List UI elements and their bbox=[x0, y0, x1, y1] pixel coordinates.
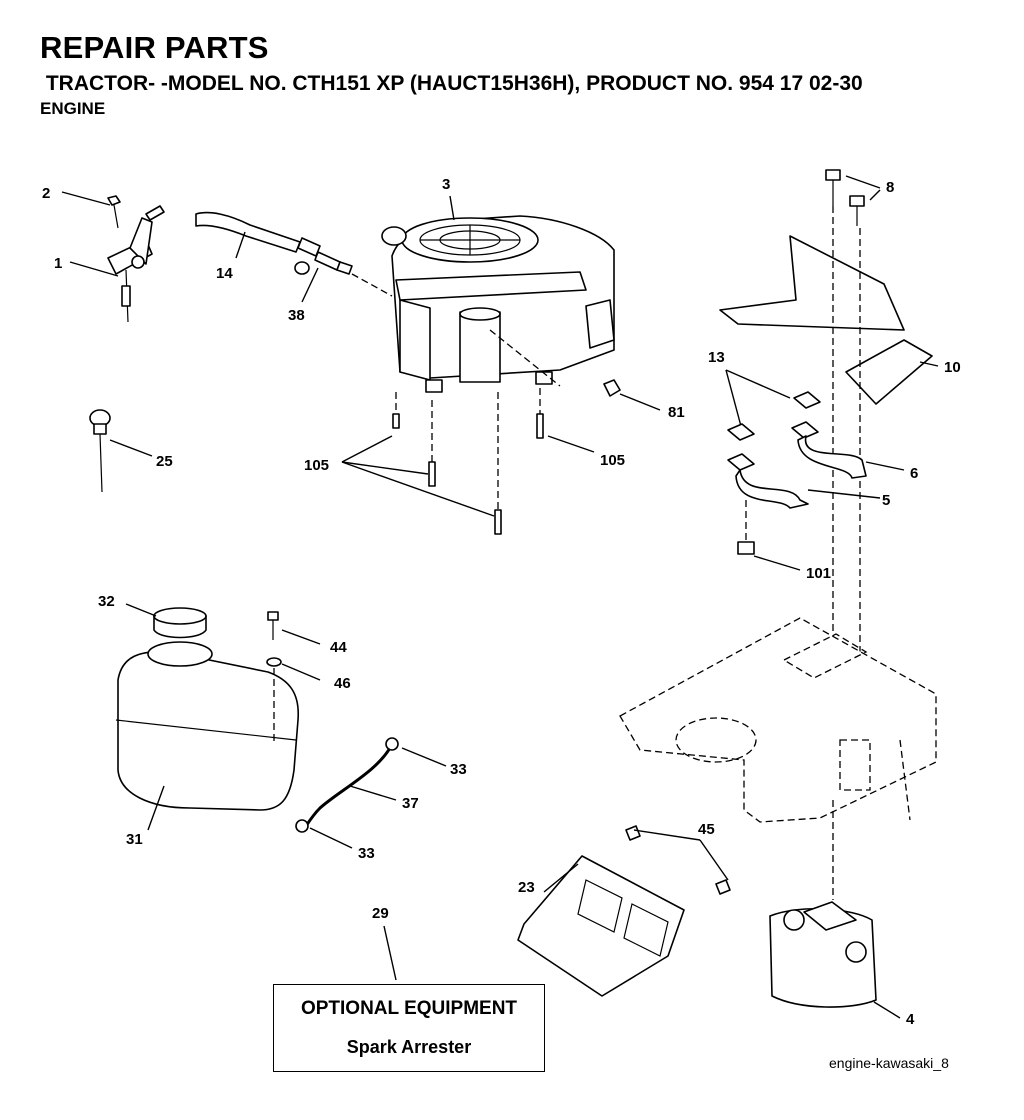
callout-29: 29 bbox=[372, 905, 389, 922]
model-subtitle: TRACTOR- -MODEL NO. CTH151 XP (HAUCT15H3… bbox=[40, 72, 863, 95]
callout-45: 45 bbox=[698, 821, 715, 838]
fuel-hose-part bbox=[295, 737, 447, 849]
callout-3: 3 bbox=[442, 176, 450, 193]
callout-32: 32 bbox=[98, 593, 115, 610]
fuel-tank-part bbox=[115, 603, 321, 831]
callout-101: 101 bbox=[806, 565, 831, 582]
muffler-guard-part bbox=[517, 825, 731, 997]
callout-31: 31 bbox=[126, 831, 143, 848]
optional-leader bbox=[383, 925, 397, 981]
callout-33-bottom: 33 bbox=[358, 845, 375, 862]
callout-13: 13 bbox=[708, 349, 725, 366]
muffler-part bbox=[769, 901, 901, 1019]
optional-equipment-title: OPTIONAL EQUIPMENT bbox=[300, 998, 518, 1019]
engine-part bbox=[351, 195, 661, 411]
callout-23: 23 bbox=[518, 879, 535, 896]
page-title: REPAIR PARTS bbox=[40, 30, 269, 65]
callout-81: 81 bbox=[668, 404, 685, 421]
callout-33-top: 33 bbox=[450, 761, 467, 778]
callout-105-right: 105 bbox=[600, 452, 625, 469]
throttle-control-part bbox=[61, 191, 165, 323]
exhaust-pipes-part bbox=[725, 369, 905, 571]
fuel-line-part bbox=[195, 211, 353, 303]
callout-4: 4 bbox=[906, 1011, 915, 1028]
tractor-frame-part bbox=[619, 617, 937, 900]
callout-105-left: 105 bbox=[304, 457, 329, 474]
section-label: ENGINE bbox=[40, 99, 106, 118]
callout-46: 46 bbox=[334, 675, 351, 692]
engine-bolts-part bbox=[341, 388, 595, 535]
callout-5: 5 bbox=[882, 492, 890, 509]
callout-10: 10 bbox=[944, 359, 961, 376]
heat-shield-part bbox=[719, 169, 939, 660]
image-reference: engine-kawasaki_8 bbox=[829, 1055, 949, 1071]
callout-1: 1 bbox=[54, 255, 62, 272]
spark-arrester-label: Spark Arrester bbox=[346, 1037, 472, 1057]
callout-44: 44 bbox=[330, 639, 347, 656]
callout-2: 2 bbox=[42, 185, 50, 202]
dipstick-part bbox=[89, 409, 153, 493]
callout-14: 14 bbox=[216, 265, 233, 282]
callout-8: 8 bbox=[886, 179, 894, 196]
callout-37: 37 bbox=[402, 795, 419, 812]
callout-25: 25 bbox=[156, 453, 173, 470]
callout-6: 6 bbox=[910, 465, 918, 482]
optional-equipment-box: OPTIONAL EQUIPMENT Spark Arrester bbox=[273, 984, 545, 1072]
callout-38: 38 bbox=[288, 307, 305, 324]
